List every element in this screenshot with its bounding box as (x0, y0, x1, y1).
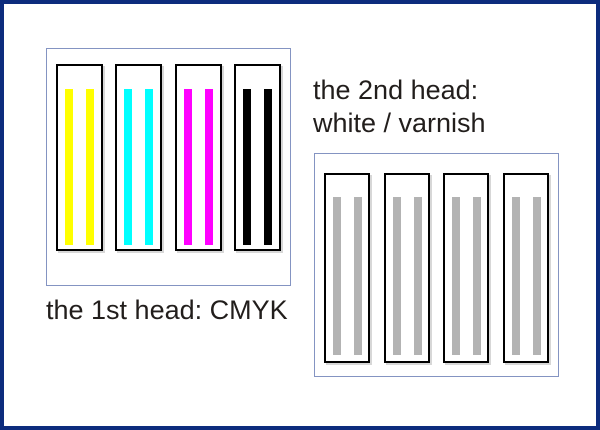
cartridge-white-varnish-1 (324, 173, 370, 363)
head1-label: the 1st head: CMYK (46, 295, 288, 325)
cartridge-yellow (56, 64, 103, 251)
white-varnish-stripe (333, 197, 341, 355)
magenta-ink-stripe (183, 89, 192, 245)
cartridge-white-varnish-3 (443, 173, 490, 363)
magenta-ink-stripe (204, 89, 213, 245)
head2-label-line2: white / varnish (313, 108, 486, 138)
white-varnish-stripe (532, 197, 541, 355)
white-varnish-stripe (413, 197, 422, 355)
white-varnish-stripe (392, 197, 401, 355)
cartridge-magenta (174, 64, 222, 251)
white-varnish-stripe (452, 197, 461, 355)
yellow-ink-stripe (86, 89, 94, 245)
cartridge-white-varnish-4 (502, 173, 549, 363)
cyan-ink-stripe (145, 89, 154, 245)
cartridge-black (233, 64, 281, 251)
black-ink-stripe (242, 89, 251, 245)
white-varnish-stripe (473, 197, 482, 355)
cyan-ink-stripe (124, 89, 133, 245)
head1-box (46, 48, 291, 286)
black-ink-stripe (263, 89, 272, 245)
white-varnish-stripe (354, 197, 362, 355)
yellow-ink-stripe (65, 89, 73, 245)
cartridge-cyan (115, 64, 163, 251)
cartridge-white-varnish-2 (383, 173, 430, 363)
white-varnish-stripe (511, 197, 520, 355)
head2-label-line1: the 2nd head: (313, 75, 479, 105)
head2-box (314, 153, 559, 377)
head2-label: the 2nd head: white / varnish (313, 74, 486, 140)
